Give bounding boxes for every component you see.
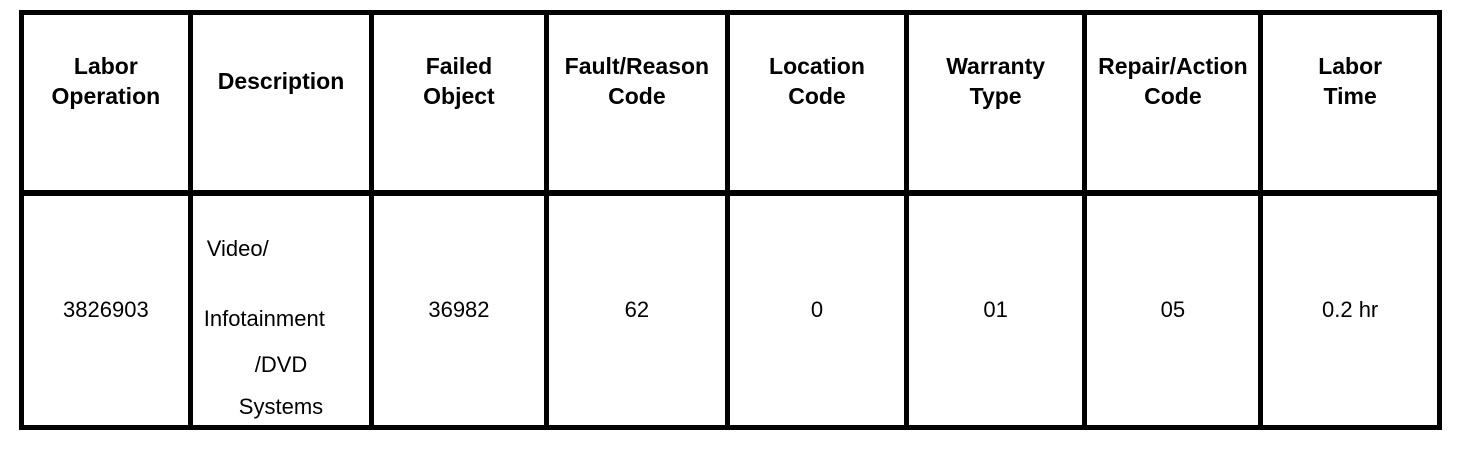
- header-fault-reason-code: Fault/Reason Code: [543, 10, 731, 196]
- header-repair-action-code: Repair/Action Code: [1082, 10, 1264, 196]
- table-row: 3826903 Video/ Infotainment /DVD Systems…: [19, 190, 1442, 430]
- header-row: Labor Operation Description Failed Objec…: [19, 10, 1442, 196]
- header-location-code: Location Code: [725, 10, 909, 196]
- cell-labor-operation: 3826903: [19, 190, 193, 430]
- cell-fault-reason-code: 62: [543, 190, 731, 430]
- description-line: Infotainment: [203, 306, 325, 332]
- cell-warranty-type: 01: [903, 190, 1088, 430]
- header-failed-object: Failed Object: [369, 10, 549, 196]
- header-warranty-type: Warranty Type: [903, 10, 1088, 196]
- header-labor-operation: Labor Operation: [19, 10, 193, 196]
- warranty-labor-table: Labor Operation Description Failed Objec…: [19, 10, 1442, 430]
- description-text: Video/ Infotainment /DVD Systems: [195, 198, 367, 422]
- description-line: /DVD: [254, 352, 308, 378]
- cell-labor-time: 0.2 hr: [1258, 190, 1442, 430]
- cell-description: Video/ Infotainment /DVD Systems: [187, 190, 375, 430]
- header-labor-time: Labor Time: [1258, 10, 1442, 196]
- cell-repair-action-code: 05: [1082, 190, 1264, 430]
- cell-failed-object: 36982: [369, 190, 549, 430]
- header-description: Description: [187, 10, 375, 196]
- cell-location-code: 0: [725, 190, 909, 430]
- description-line: Systems: [238, 394, 324, 420]
- description-line: Video/: [206, 236, 269, 262]
